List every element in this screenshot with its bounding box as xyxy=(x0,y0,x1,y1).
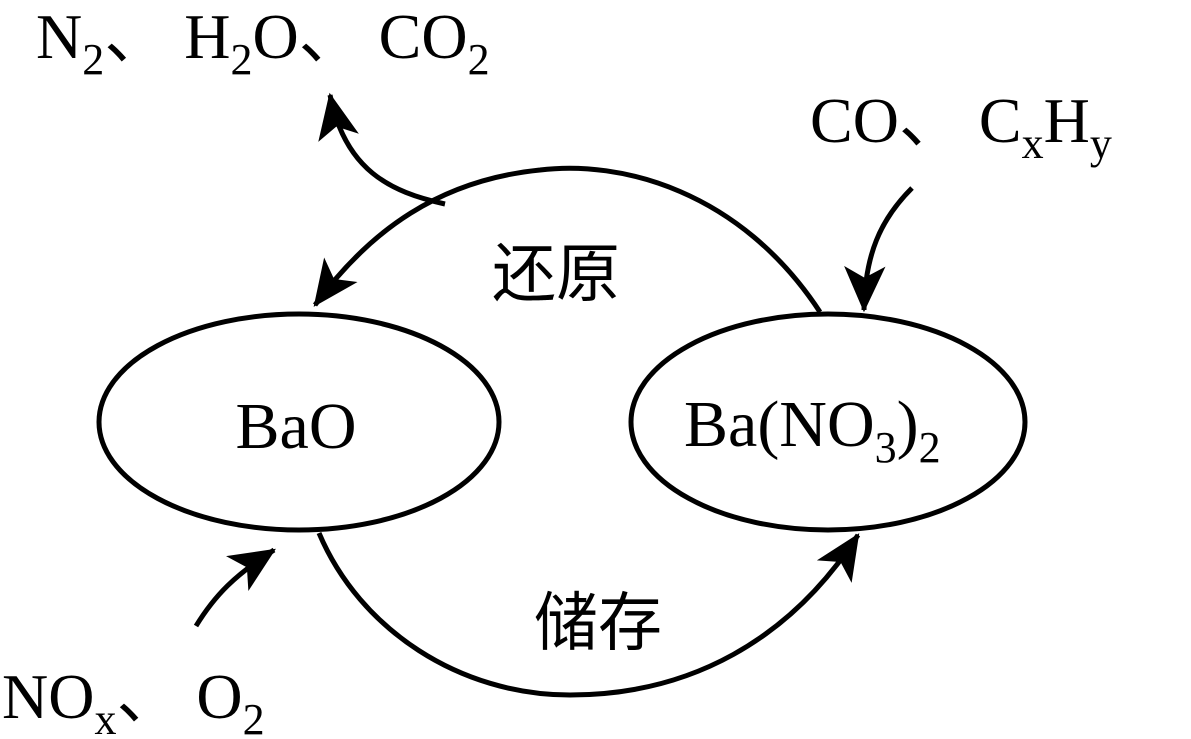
products-text: 、 H xyxy=(104,1,230,72)
bao-node-label: BaO xyxy=(236,390,357,463)
barium-nitrate-text: Ba(NO xyxy=(684,388,875,461)
bao-node-ellipse xyxy=(96,311,502,533)
reducers-subscript: y xyxy=(1090,119,1112,168)
inputs-arrow xyxy=(193,547,276,628)
storage-arrow xyxy=(316,532,861,698)
products-label: N2、 H2O、 CO2 xyxy=(36,1,490,84)
products-text: O、 CO xyxy=(252,1,467,72)
barium-nitrate-subscript: 2 xyxy=(919,423,941,472)
products-subscript: 2 xyxy=(230,35,252,84)
reduction-label: 还原 xyxy=(492,238,620,312)
reducers-text: CO、 C xyxy=(810,85,1022,156)
barium-nitrate-node-label: Ba(NO3)2 xyxy=(684,388,941,472)
products-subscript: 2 xyxy=(82,35,104,84)
barium-nitrate-text: ) xyxy=(897,388,919,461)
inputs-subscript: 2 xyxy=(243,695,265,739)
products-subscript: 2 xyxy=(468,35,490,84)
inputs-label: NOx、 O2 xyxy=(2,661,265,739)
products-arrow xyxy=(318,92,446,207)
inputs-subscript: x xyxy=(94,695,116,739)
reduction-arrow xyxy=(312,165,823,314)
storage-label: 储存 xyxy=(534,587,662,661)
inputs-text: NO xyxy=(2,661,94,732)
reducers-arrow xyxy=(844,186,914,313)
inputs-text: 、 O xyxy=(116,661,242,732)
reducers-label: CO、 CxHy xyxy=(810,85,1112,168)
reducers-text: H xyxy=(1044,85,1090,156)
products-text: N xyxy=(36,1,82,72)
reducers-subscript: x xyxy=(1022,119,1044,168)
barium-nitrate-node-ellipse xyxy=(628,311,1028,533)
barium-nitrate-subscript: 3 xyxy=(875,423,897,472)
